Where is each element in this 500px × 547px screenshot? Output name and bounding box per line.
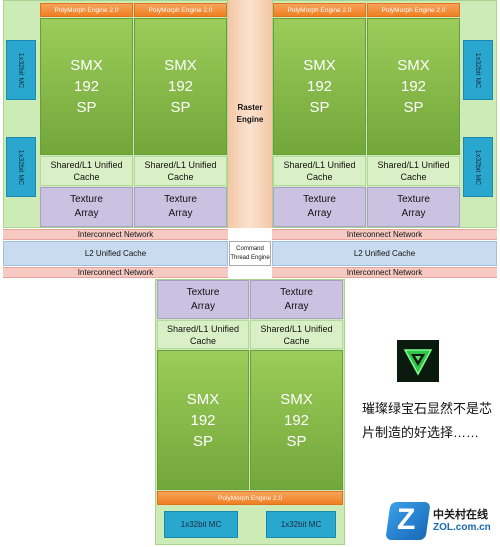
smx-cores: 192 (306, 78, 333, 95)
smx-cores: 192 (167, 78, 194, 95)
polymorph-engine: PolyMorph Engine 2.0 (367, 3, 460, 17)
zol-z-glyph: Z (397, 503, 416, 536)
smx-label: SMX (70, 57, 103, 74)
interconnect-network: Interconnect Network (3, 229, 228, 240)
zol-watermark: Z 中关村在线 ZOL.com.cn (385, 500, 496, 542)
mc-label: 1x32bit MC (474, 52, 482, 88)
smx-block: SMX 192 SP (157, 350, 249, 490)
raster-line1: Raster (237, 103, 263, 112)
smx-label: SMX (280, 390, 313, 408)
mc-label: 1x32bit MC (17, 149, 25, 185)
polymorph-engine: PolyMorph Engine 2.0 (273, 3, 366, 17)
cmd-line2: Thread Engine (230, 254, 270, 261)
polymorph-engine: PolyMorph Engine 2.0 (157, 491, 343, 505)
smx-unit: SP (286, 432, 307, 450)
memory-controller: 1x32bit MC (266, 511, 336, 538)
smx-unit: SP (170, 99, 191, 116)
memory-controller: 1x32bit MC (463, 40, 493, 100)
emerald-logo (397, 340, 439, 382)
memory-controller: 1x32bit MC (463, 137, 493, 197)
texture-array: Texture Array (367, 187, 460, 227)
mc-label: 1x32bit MC (17, 52, 25, 88)
smx-unit: SP (309, 99, 330, 116)
shared-l1-cache: Shared/L1 Unified Cache (40, 156, 133, 186)
smx-cores: 192 (400, 78, 427, 95)
texture-array: Texture Array (134, 187, 227, 227)
texture-array: Texture Array (157, 280, 249, 319)
emerald-shield-icon (403, 349, 433, 376)
smx-block: SMX 192 SP (367, 18, 460, 155)
cmd-line1: Command (236, 245, 264, 252)
smx-cores: 192 (73, 78, 100, 95)
caption-line-1: 璀璨绿宝石显然不是芯 (362, 401, 493, 416)
zol-brand: 中关村在线 (433, 509, 488, 521)
smx-block: SMX 192 SP (134, 18, 227, 155)
texture-array: Texture Array (250, 280, 343, 319)
polymorph-engine: PolyMorph Engine 2.0 (134, 3, 227, 17)
smx-cores: 192 (283, 411, 310, 429)
l2-unified-cache: L2 Unified Cache (272, 241, 497, 266)
smx-label: SMX (164, 57, 197, 74)
memory-controller: 1x32bit MC (6, 40, 36, 100)
smx-block: SMX 192 SP (250, 350, 343, 490)
shared-l1-cache: Shared/L1 Unified Cache (134, 156, 227, 186)
memory-controller: 1x32bit MC (6, 137, 36, 197)
smx-unit: SP (192, 432, 213, 450)
smx-unit: SP (76, 99, 97, 116)
smx-cores: 192 (190, 411, 216, 429)
zol-domain: ZOL.com.cn (433, 522, 491, 533)
memory-controller: 1x32bit MC (164, 511, 238, 538)
raster-line2: Engine (236, 115, 264, 124)
texture-array: Texture Array (273, 187, 366, 227)
mc-label: 1x32bit MC (474, 149, 482, 185)
smx-block: SMX 192 SP (273, 18, 366, 155)
texture-array: Texture Array (40, 187, 133, 227)
smx-label: SMX (303, 57, 336, 74)
interconnect-network: Interconnect Network (272, 267, 497, 278)
shared-l1-cache: Shared/L1 Unified Cache (157, 320, 249, 349)
l2-unified-cache: L2 Unified Cache (3, 241, 228, 266)
interconnect-network: Interconnect Network (272, 229, 497, 240)
smx-block: SMX 192 SP (40, 18, 133, 155)
polymorph-engine: PolyMorph Engine 2.0 (40, 3, 133, 17)
smx-unit: SP (403, 99, 424, 116)
shared-l1-cache: Shared/L1 Unified Cache (273, 156, 366, 186)
shared-l1-cache: Shared/L1 Unified Cache (367, 156, 460, 186)
caption-line-2: 片制造的好选择…… (362, 425, 480, 440)
smx-label: SMX (186, 390, 220, 408)
smx-label: SMX (397, 57, 430, 74)
shared-l1-cache: Shared/L1 Unified Cache (250, 320, 343, 349)
interconnect-network: Interconnect Network (3, 267, 228, 278)
